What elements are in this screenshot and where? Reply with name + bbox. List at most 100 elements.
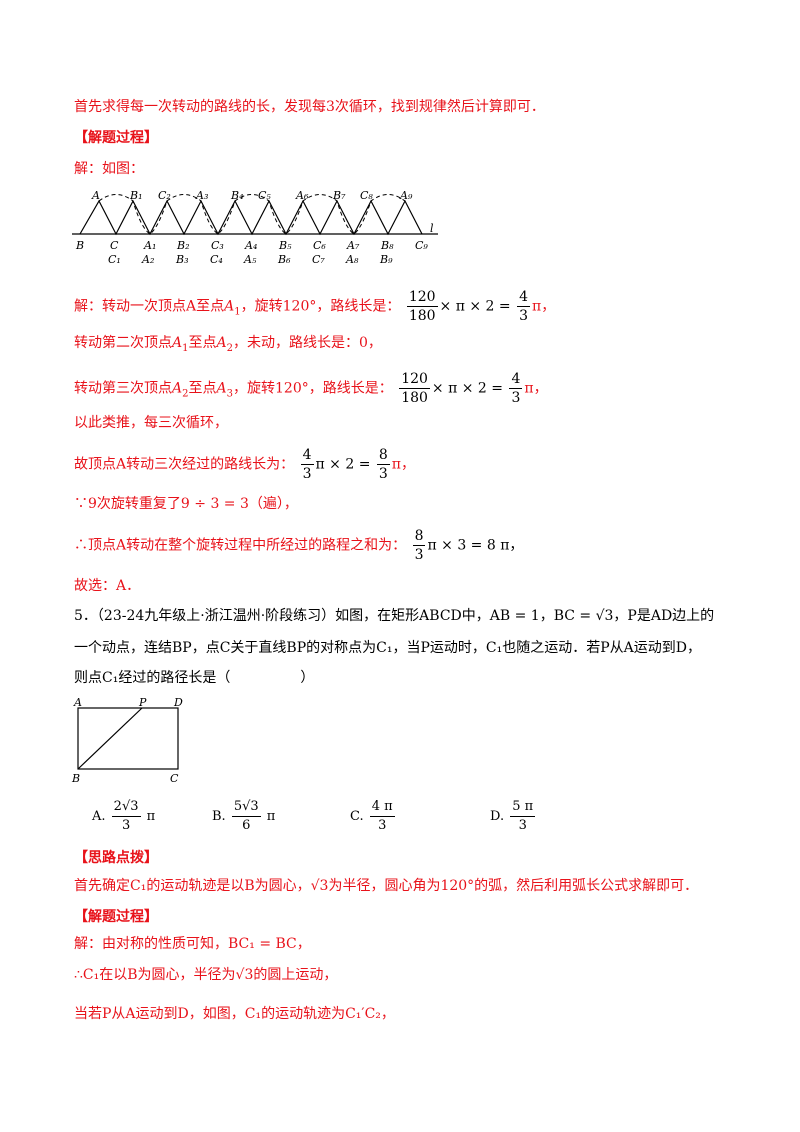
svg-text:B₇: B₇	[332, 189, 346, 202]
step-2: 转动第二次顶点A1至点A2，未动，路线长是：0，	[74, 335, 382, 354]
frac-den: 3	[511, 390, 521, 406]
step-5-end: π，	[391, 456, 415, 473]
svg-text:B₅: B₅	[278, 239, 292, 252]
option-letter: A.	[92, 809, 106, 824]
step-7-pre: ∴顶点A转动在整个旋转过程中所经过的路程之和为：	[74, 537, 407, 554]
frac-den: 3	[414, 547, 424, 563]
frac-num: 5 π	[510, 798, 536, 817]
frac-num: 4	[300, 447, 314, 465]
option-suffix: π	[146, 809, 156, 824]
svg-text:C₅: C₅	[258, 189, 271, 202]
svg-text:A₁: A₁	[143, 239, 156, 252]
step-2-pre: 转动第二次顶点	[74, 335, 172, 351]
frac-den: 180	[401, 390, 428, 406]
label-p: P	[138, 696, 147, 709]
frac-den: 6	[242, 818, 251, 833]
step-7-mult: π × 3 = 8 π，	[427, 537, 524, 554]
svg-text:A₅: A₅	[243, 253, 257, 266]
step-3-tail: ，旋转120°，路线长是：	[233, 380, 393, 397]
section-title-solution: 【解题过程】	[74, 130, 158, 146]
step-2-mid: 至点	[188, 335, 217, 351]
svg-text:B₁: B₁	[129, 189, 143, 202]
step-6: ∵9次旋转重复了9 ÷ 3 = 3（遍），	[74, 496, 298, 512]
label-b: B	[71, 772, 80, 785]
svg-text:A₃: A₃	[195, 189, 208, 202]
svg-text:l: l	[430, 222, 434, 235]
svg-text:C: C	[110, 239, 119, 252]
option-letter: B.	[212, 809, 226, 824]
question-5-line-2: 一个动点，连结BP，点C关于直线BP的对称点为C₁，当P运动时，C₁也随之运动．…	[74, 640, 701, 656]
frac-num: 120	[399, 371, 430, 389]
frac-den: 3	[519, 308, 529, 324]
step-1-tail: × π × 2 =	[439, 298, 511, 315]
frac-num: 8	[412, 528, 426, 546]
svg-text:C₇: C₇	[312, 253, 325, 266]
step-3-mid: 至点	[188, 380, 217, 397]
rectangle-abcd	[77, 707, 179, 770]
dashed-arcs	[98, 194, 406, 235]
step-1-point: A	[224, 298, 235, 315]
step-2-tail: ，未动，路线长是：0，	[233, 335, 382, 351]
svg-text:C₉: C₉	[415, 239, 428, 252]
step-3-pre: 转动第三次顶点	[74, 380, 172, 397]
frac-den: 3	[121, 818, 131, 833]
step-5-mult: π × 2 =	[315, 456, 371, 473]
svg-text:A₉: A₉	[399, 189, 413, 202]
label-c: C	[170, 772, 179, 785]
label-a: A	[73, 696, 82, 709]
frac-den: 3	[378, 466, 388, 482]
step-8: 故选：A．	[74, 578, 141, 594]
option-letter: D.	[490, 809, 505, 824]
rectangle-figure: A P D B C	[71, 696, 183, 785]
option-letter: C.	[350, 809, 364, 824]
hint-text: 首先确定C₁的运动轨迹是以B为圆心，√3为半径，圆心角为120°的弧，然后利用弧…	[74, 878, 699, 894]
svg-text:C₆: C₆	[313, 239, 326, 252]
step-1-point-sub: 1	[234, 306, 241, 318]
question-5-line-1: 5．（23-24九年级上·浙江温州·阶段练习）如图，在矩形ABCD中，AB = …	[74, 608, 715, 624]
frac-den: 3	[518, 818, 527, 833]
step-1-mid: ，旋转120°，路线长是：	[240, 298, 401, 315]
intro-text: 首先求得每一次转动的路线的长，发现每3次循环，找到规律然后计算即可．	[74, 99, 545, 115]
section-title-solution-2: 【解题过程】	[74, 909, 158, 925]
frac-num: 4	[509, 371, 523, 389]
step-1-end: π，	[532, 298, 556, 315]
svg-text:B₄: B₄	[230, 189, 244, 202]
svg-text:C₁: C₁	[108, 253, 121, 266]
svg-text:C₈: C₈	[360, 189, 373, 202]
svg-text:C₃: C₃	[211, 239, 224, 252]
frac-den: 180	[408, 308, 436, 324]
svg-text:A₇: A₇	[346, 239, 360, 252]
frac-den: 3	[378, 818, 387, 833]
section-title-hint: 【思路点拨】	[74, 850, 158, 866]
frac-den: 3	[302, 466, 312, 482]
svg-text:A₈: A₈	[345, 253, 359, 266]
svg-text:B₆: B₆	[277, 253, 291, 266]
svg-text:B: B	[75, 239, 84, 252]
frac-num: 2√3	[111, 798, 141, 817]
svg-text:B₃: B₃	[175, 253, 189, 266]
solution-label: 解：如图：	[74, 161, 144, 177]
step-1-pre: 解：转动一次顶点A至点	[74, 298, 225, 315]
svg-text:A₄: A₄	[244, 239, 257, 252]
svg-text:A₆: A₆	[295, 189, 309, 202]
step-3-mult: × π × 2 =	[431, 380, 504, 397]
svg-text:C₄: C₄	[210, 253, 223, 266]
step-5-pre: 故顶点A转动三次经过的路线长为：	[74, 456, 295, 473]
